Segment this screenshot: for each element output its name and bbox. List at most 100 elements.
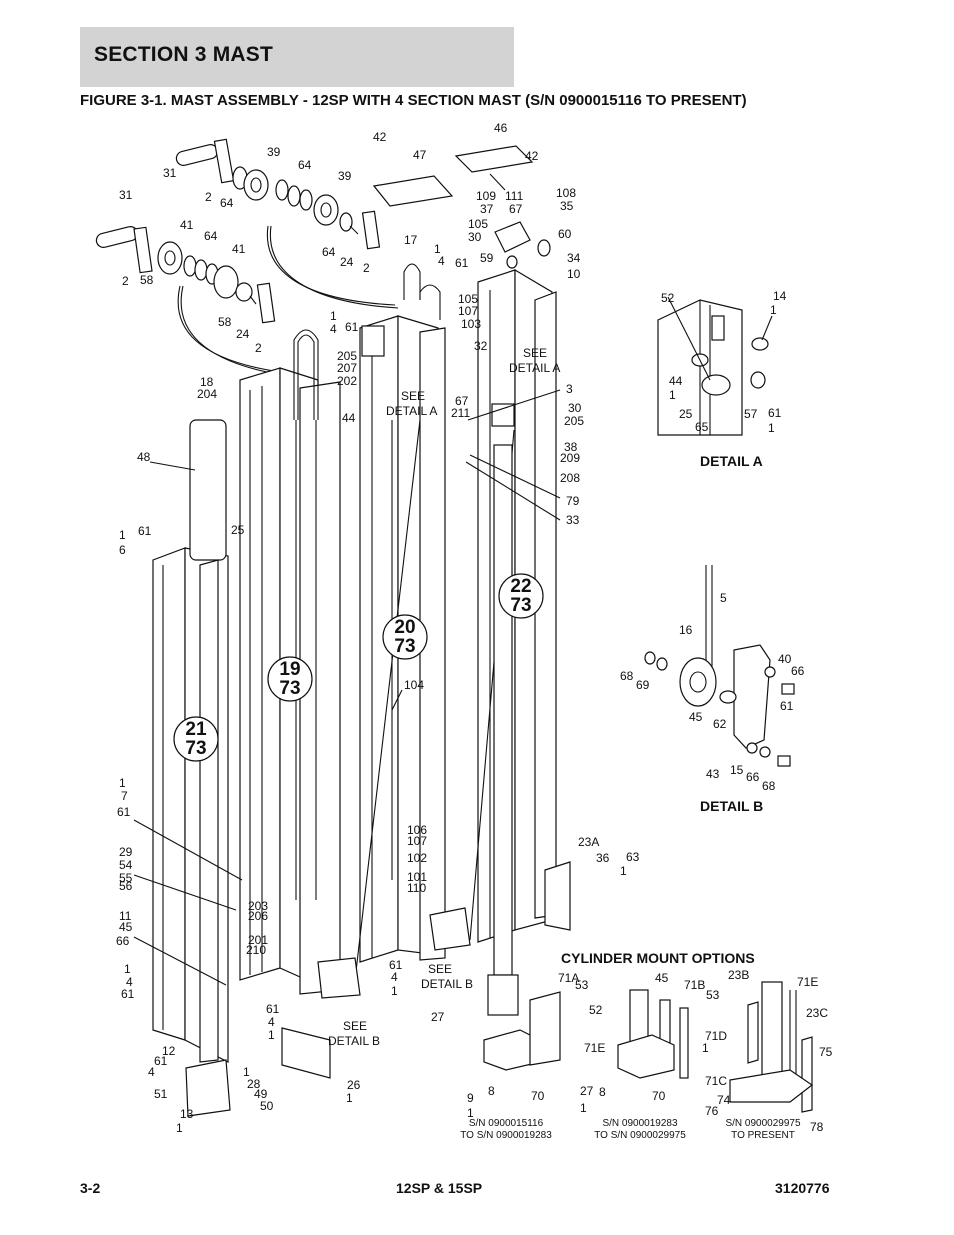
- callout-see: SEE: [523, 346, 547, 360]
- callout-71e: 71E: [584, 1041, 605, 1055]
- callout-201: 201: [248, 933, 268, 947]
- callout-111: 111: [505, 189, 524, 203]
- callout-1: 1: [119, 776, 126, 790]
- cylinder-option-c: [729, 981, 814, 1113]
- detail-a-drawing: [657, 296, 773, 436]
- callout-107: 107: [407, 834, 427, 848]
- callout-70: 70: [652, 1089, 666, 1103]
- callout-110: 110: [407, 881, 426, 895]
- callout-1: 1: [770, 303, 777, 317]
- callout-54: 54: [119, 858, 133, 872]
- callout-18: 18: [200, 375, 214, 389]
- callout-68: 68: [762, 779, 776, 793]
- callout-4: 4: [126, 975, 133, 989]
- callout-67: 67: [509, 202, 523, 216]
- callout-17: 17: [404, 233, 418, 247]
- callout-detail-a: DETAIL A: [509, 361, 560, 375]
- callout-61: 61: [345, 320, 359, 334]
- callout-25: 25: [679, 407, 693, 421]
- callout-207: 207: [337, 361, 357, 375]
- callout-106: 106: [407, 823, 427, 837]
- callout-29: 29: [119, 845, 133, 859]
- callout-57: 57: [744, 407, 758, 421]
- callout-61: 61: [154, 1054, 168, 1068]
- callout-2: 2: [205, 190, 212, 204]
- callout-23a: 23A: [578, 835, 599, 849]
- callout-26: 26: [347, 1078, 361, 1092]
- callout-11: 11: [119, 909, 132, 923]
- callout-210: 210: [246, 943, 266, 957]
- callout-66: 66: [116, 934, 130, 948]
- callout-8: 8: [599, 1085, 606, 1099]
- callout-1: 1: [669, 388, 676, 402]
- callout-52: 52: [589, 1003, 603, 1017]
- callout-202: 202: [337, 374, 357, 388]
- callout-47: 47: [413, 148, 427, 162]
- callout-1: 1: [346, 1091, 353, 1105]
- svg-text:22: 22: [510, 576, 531, 597]
- callout-3: 3: [566, 382, 573, 396]
- sn-caption-3-line1: S/N 0900029975: [725, 1118, 801, 1129]
- callout-27: 27: [580, 1084, 594, 1098]
- detail-a-title: DETAIL A: [700, 453, 763, 469]
- cylinder-mount-options-title: CYLINDER MOUNT OPTIONS: [561, 950, 755, 966]
- callout-60: 60: [558, 227, 572, 241]
- callout-1: 1: [330, 309, 337, 323]
- callout-45: 45: [119, 920, 133, 934]
- callout-203: 203: [248, 899, 268, 913]
- callout-107: 107: [458, 304, 478, 318]
- svg-text:73: 73: [279, 678, 300, 699]
- callout-24: 24: [236, 327, 250, 341]
- callout-61: 61: [389, 958, 403, 972]
- callout-46: 46: [494, 121, 508, 135]
- callout-208: 208: [560, 471, 580, 485]
- callout-37: 37: [480, 202, 494, 216]
- callout-211: 211: [451, 406, 470, 420]
- callout-2: 2: [122, 274, 129, 288]
- callout-1: 1: [467, 1106, 474, 1120]
- plate-47: [372, 175, 454, 207]
- callout-101: 101: [407, 870, 427, 884]
- callout-71a: 71A: [558, 971, 579, 985]
- callout-detail-a: DETAIL A: [386, 404, 437, 418]
- callout-1: 1: [702, 1041, 709, 1055]
- callout-12: 12: [162, 1044, 176, 1058]
- circled-callout-19-73: 19 73: [267, 656, 313, 702]
- section-title: SECTION 3 MAST: [94, 43, 273, 66]
- callout-45: 45: [655, 971, 669, 985]
- callout-42: 42: [525, 149, 539, 163]
- callout-205: 205: [564, 414, 584, 428]
- callout-204: 204: [197, 387, 217, 401]
- callout-14: 14: [773, 289, 787, 303]
- callout-7: 7: [121, 789, 128, 803]
- callout-55: 55: [119, 871, 133, 885]
- callout-58: 58: [140, 273, 154, 287]
- svg-text:20: 20: [394, 617, 415, 638]
- callout-48: 48: [137, 450, 151, 464]
- callout-76: 76: [705, 1104, 719, 1118]
- callout-1: 1: [176, 1121, 183, 1135]
- callout-61: 61: [768, 406, 782, 420]
- callout-105: 105: [458, 292, 478, 306]
- section-header: SECTION 3 MAST: [80, 27, 514, 87]
- callout-31: 31: [163, 166, 177, 180]
- callout-1: 1: [243, 1065, 250, 1079]
- callout-104: 104: [404, 678, 424, 692]
- callout-64: 64: [220, 196, 234, 210]
- callout-67: 67: [455, 394, 469, 408]
- callout-66: 66: [746, 770, 760, 784]
- svg-text:73: 73: [185, 738, 206, 759]
- svg-text:73: 73: [394, 636, 415, 657]
- callout-1: 1: [124, 962, 131, 976]
- callout-61: 61: [266, 1002, 280, 1016]
- callout-1: 1: [580, 1101, 587, 1115]
- callout-1: 1: [768, 421, 775, 435]
- callout-68: 68: [620, 669, 634, 683]
- callout-33: 33: [566, 513, 580, 527]
- plate-46: [454, 145, 534, 173]
- callout-2: 2: [363, 261, 370, 275]
- callout-71c: 71C: [705, 1074, 727, 1088]
- callout-103: 103: [461, 317, 481, 331]
- callout-45: 45: [689, 710, 703, 724]
- callout-27: 27: [431, 1010, 445, 1024]
